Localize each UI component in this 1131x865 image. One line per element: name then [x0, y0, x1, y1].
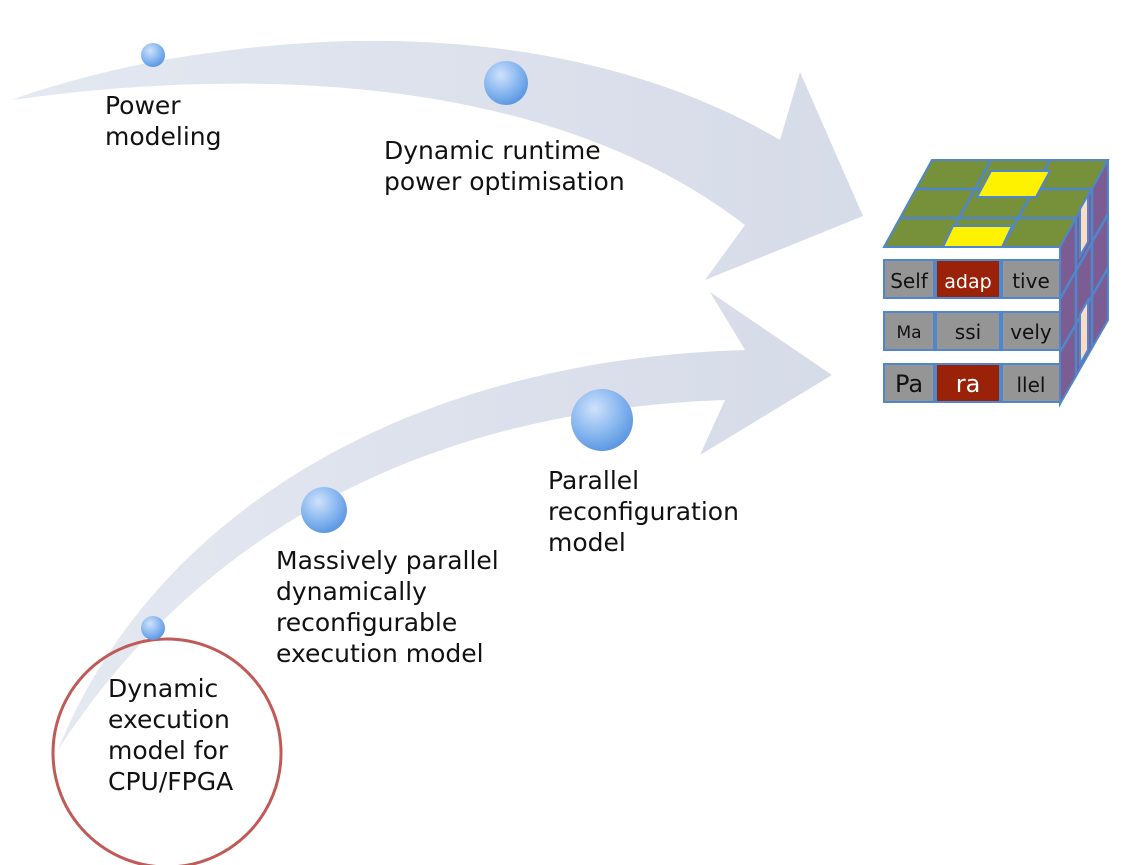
cube-front-face	[883, 259, 1061, 403]
top-timeline-arrow-body	[12, 40, 863, 280]
milestone-label-cpu-fpga: Dynamic execution model for CPU/FPGA	[108, 674, 234, 796]
cube-right-peach-top	[1079, 191, 1089, 260]
cube-cell-r1c1: Self	[890, 269, 929, 293]
cube-cell-r2c3: vely	[1010, 320, 1052, 344]
cube-cell-r3c2: ra	[956, 370, 981, 398]
cube-cell-r2c2: ssi	[955, 320, 981, 344]
milestone-node-parallel-reconfiguration	[571, 389, 633, 451]
milestone-label-dynamic-runtime: Dynamic runtime power optimisation	[384, 136, 625, 196]
milestone-label-parallel-reconfiguration: Parallel reconfiguration model	[548, 466, 739, 557]
milestone-node-dynamic-runtime	[484, 61, 528, 105]
cube-right-peach-mid	[1079, 296, 1089, 368]
cube-cell-r1c2: adap	[944, 271, 991, 293]
cube	[882, 159, 1110, 408]
cube-cell-r1c3: tive	[1012, 269, 1050, 293]
cube-cell-r3c3: llel	[1017, 373, 1046, 397]
cube-top-yellow-front	[941, 225, 1014, 248]
milestone-label-massively-parallel: Massively parallel dynamically reconfigu…	[276, 546, 499, 668]
milestone-node-massively-parallel	[301, 487, 347, 533]
cube-cell-r2c1: Ma	[896, 323, 921, 343]
milestone-label-power-modeling: Power modeling	[105, 91, 222, 151]
milestone-node-cpu-fpga	[141, 616, 165, 640]
bottom-timeline-arrow	[58, 292, 832, 750]
cube-cell-r3c1: Pa	[895, 370, 923, 398]
cube-top-yellow-back	[975, 170, 1052, 198]
milestone-node-power-modeling	[141, 43, 165, 67]
highlight-circle	[51, 637, 283, 865]
